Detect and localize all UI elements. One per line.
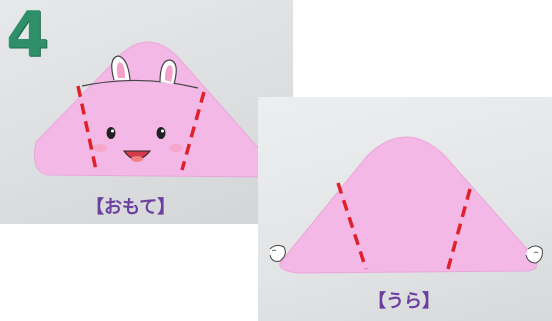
- back-paw-left: [269, 244, 286, 262]
- bunny-cheek-left: [93, 144, 107, 152]
- front-fold-line-left: [76, 85, 98, 171]
- front-caption: 【おもて】: [86, 197, 176, 218]
- front-photo: 4 【おもて】: [0, 0, 293, 224]
- back-paw-right: [525, 245, 543, 264]
- back-photo: 【うら】: [258, 97, 552, 321]
- front-head-line: [81, 79, 199, 89]
- bunny-cheek-right: [169, 144, 183, 152]
- step-number: 4: [6, 0, 50, 71]
- bunny-eye-right: [156, 127, 166, 139]
- back-origami-paper: [279, 136, 538, 274]
- front-origami-paper: [34, 41, 278, 178]
- bunny-ears: [111, 55, 177, 85]
- back-caption: 【うら】: [368, 291, 440, 312]
- front-fold-line-right: [180, 91, 206, 171]
- front-origami-drawing: [34, 41, 278, 178]
- back-origami-drawing: [269, 136, 543, 274]
- back-fold-line-right: [446, 188, 472, 270]
- bunny-eye-left: [106, 127, 116, 139]
- back-fold-line-left: [336, 182, 368, 270]
